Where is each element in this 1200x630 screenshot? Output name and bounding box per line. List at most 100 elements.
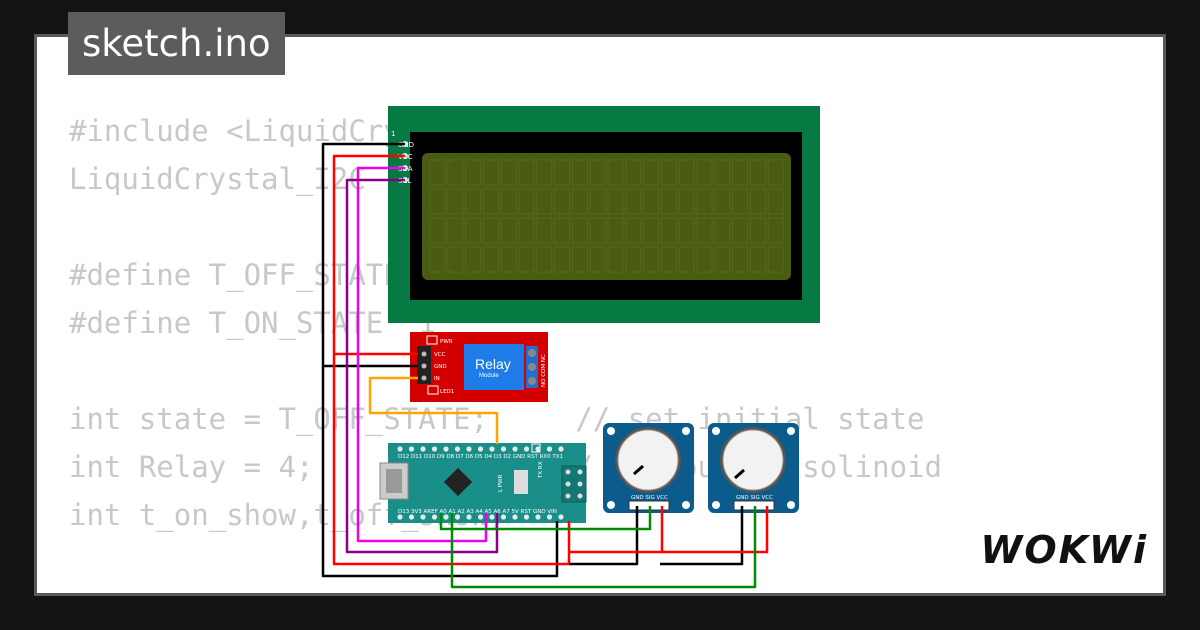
nano-pin[interactable] (443, 446, 449, 452)
nano-pin[interactable] (535, 446, 541, 452)
nano-pin[interactable] (558, 446, 564, 452)
lcd-char-cell (749, 159, 766, 186)
lcd-char-cell (749, 217, 766, 244)
relay-contacts: NO COM NC (541, 354, 547, 387)
nano-pin[interactable] (512, 514, 518, 520)
wire-black-pot1 (569, 506, 639, 566)
nano-pin[interactable] (512, 446, 518, 452)
lcd-char-cell (643, 159, 660, 186)
pot-knob-pointer (734, 468, 745, 480)
lcd-pin-gnd: GND (398, 141, 414, 149)
nano-pin[interactable] (546, 446, 553, 452)
relay-title: Relay (475, 356, 511, 372)
lcd-char-cell (749, 188, 766, 215)
nano-pin[interactable] (477, 446, 484, 452)
nano-pin[interactable] (558, 514, 564, 520)
lcd-char-cell (500, 246, 517, 273)
nano-pin[interactable] (546, 514, 553, 520)
nano-pin[interactable] (523, 446, 530, 452)
nano-pin[interactable] (523, 514, 530, 520)
lcd-char-cell (714, 188, 731, 215)
nano-pin[interactable] (535, 514, 541, 520)
lcd-pin-index: 1 (391, 130, 395, 138)
lcd-char-cell (660, 159, 677, 186)
nano-pin[interactable] (431, 446, 438, 452)
nano-pin[interactable] (489, 514, 495, 520)
pot-left-pin-labels: GND SIG VCC (631, 495, 668, 501)
nano-pin[interactable] (420, 446, 426, 452)
lcd-char-cell (732, 217, 749, 244)
arduino-nano[interactable]: D12 D11 D10 D9 D8 D7 D6 D5 D4 D3 D2 GND … (379, 443, 587, 523)
lcd-char-cell (571, 217, 588, 244)
lcd-char-cell (660, 217, 677, 244)
relay-subtitle: Module (479, 373, 499, 379)
wire-black-pot2 (660, 506, 744, 566)
lcd-pin-vcc: VCC (398, 153, 413, 161)
lcd-char-cell (536, 246, 553, 273)
lcd-char-cell (482, 188, 499, 215)
relay-module[interactable]: PWR LED1 VCC GND IN Relay Module NO COM … (410, 332, 548, 402)
lcd-char-cell (554, 159, 571, 186)
lcd-char-cell (482, 246, 499, 273)
lcd-char-cell (643, 217, 660, 244)
nano-pin[interactable] (454, 446, 461, 452)
lcd-char-cell (465, 188, 482, 215)
nano-bottom-pin-labels: D13 3V3 AREF A0 A1 A2 A3 A4 A5 A6 A7 5V … (398, 509, 557, 515)
nano-pin[interactable] (397, 446, 403, 452)
lcd-char-cell (696, 217, 713, 244)
pot-knob-pointer (633, 464, 644, 476)
nano-pin[interactable] (397, 514, 403, 520)
wire-black-gnd (321, 142, 559, 578)
nano-pin[interactable] (408, 514, 415, 520)
nano-pin[interactable] (500, 446, 507, 452)
nano-pin[interactable] (443, 514, 449, 520)
lcd-char-cell (429, 246, 446, 273)
nano-pin[interactable] (466, 514, 472, 520)
nano-pin[interactable] (420, 514, 426, 520)
lcd-char-cell (589, 217, 606, 244)
sketch-title-tab[interactable]: sketch.ino (68, 12, 285, 75)
lcd-char-cell (767, 159, 784, 186)
lcd-char-cell (518, 159, 535, 186)
nano-pin[interactable] (408, 446, 415, 452)
potentiometer-left[interactable]: GND SIG VCC (603, 423, 694, 513)
lcd-display[interactable]: 1 GND VCC SDA SCL (388, 106, 820, 323)
nano-pin[interactable] (500, 514, 507, 520)
lcd-char-cell (767, 188, 784, 215)
nano-pin[interactable] (431, 514, 438, 520)
lcd-char-cell (696, 188, 713, 215)
lcd-char-cell (465, 159, 482, 186)
lcd-char-cell (571, 159, 588, 186)
lcd-pin-sda: SDA (398, 165, 413, 173)
lcd-char-cell (643, 246, 660, 273)
lcd-char-cell (518, 217, 535, 244)
lcd-char-cell (589, 188, 606, 215)
lcd-char-cell (536, 188, 553, 215)
nano-pin[interactable] (489, 446, 495, 452)
lcd-char-cell (589, 159, 606, 186)
lcd-char-cell (607, 188, 624, 215)
relay-pin-gnd: GND (434, 364, 447, 370)
lcd-char-cell (571, 188, 588, 215)
lcd-char-cell (714, 246, 731, 273)
nano-pin[interactable] (477, 514, 484, 520)
wire-red-vcc (332, 154, 571, 566)
nano-tx-rx: TX RX (538, 461, 544, 479)
potentiometer-right[interactable]: GND SIG VCC (708, 423, 799, 513)
lcd-char-cell (732, 188, 749, 215)
lcd-char-cell (625, 246, 642, 273)
nano-pin[interactable] (466, 446, 472, 452)
lcd-char-cell (749, 246, 766, 273)
lcd-char-cell (482, 217, 499, 244)
lcd-char-cell (714, 159, 731, 186)
nano-pin[interactable] (454, 514, 461, 520)
lcd-char-cell (518, 246, 535, 273)
lcd-char-cell (732, 246, 749, 273)
lcd-char-cell (767, 217, 784, 244)
lcd-char-cell (625, 217, 642, 244)
lcd-char-cell (607, 217, 624, 244)
nano-top-pin-labels: D12 D11 D10 D9 D8 D7 D6 D5 D4 D3 D2 GND … (398, 454, 563, 460)
lcd-char-cell (554, 188, 571, 215)
lcd-char-cell (500, 188, 517, 215)
